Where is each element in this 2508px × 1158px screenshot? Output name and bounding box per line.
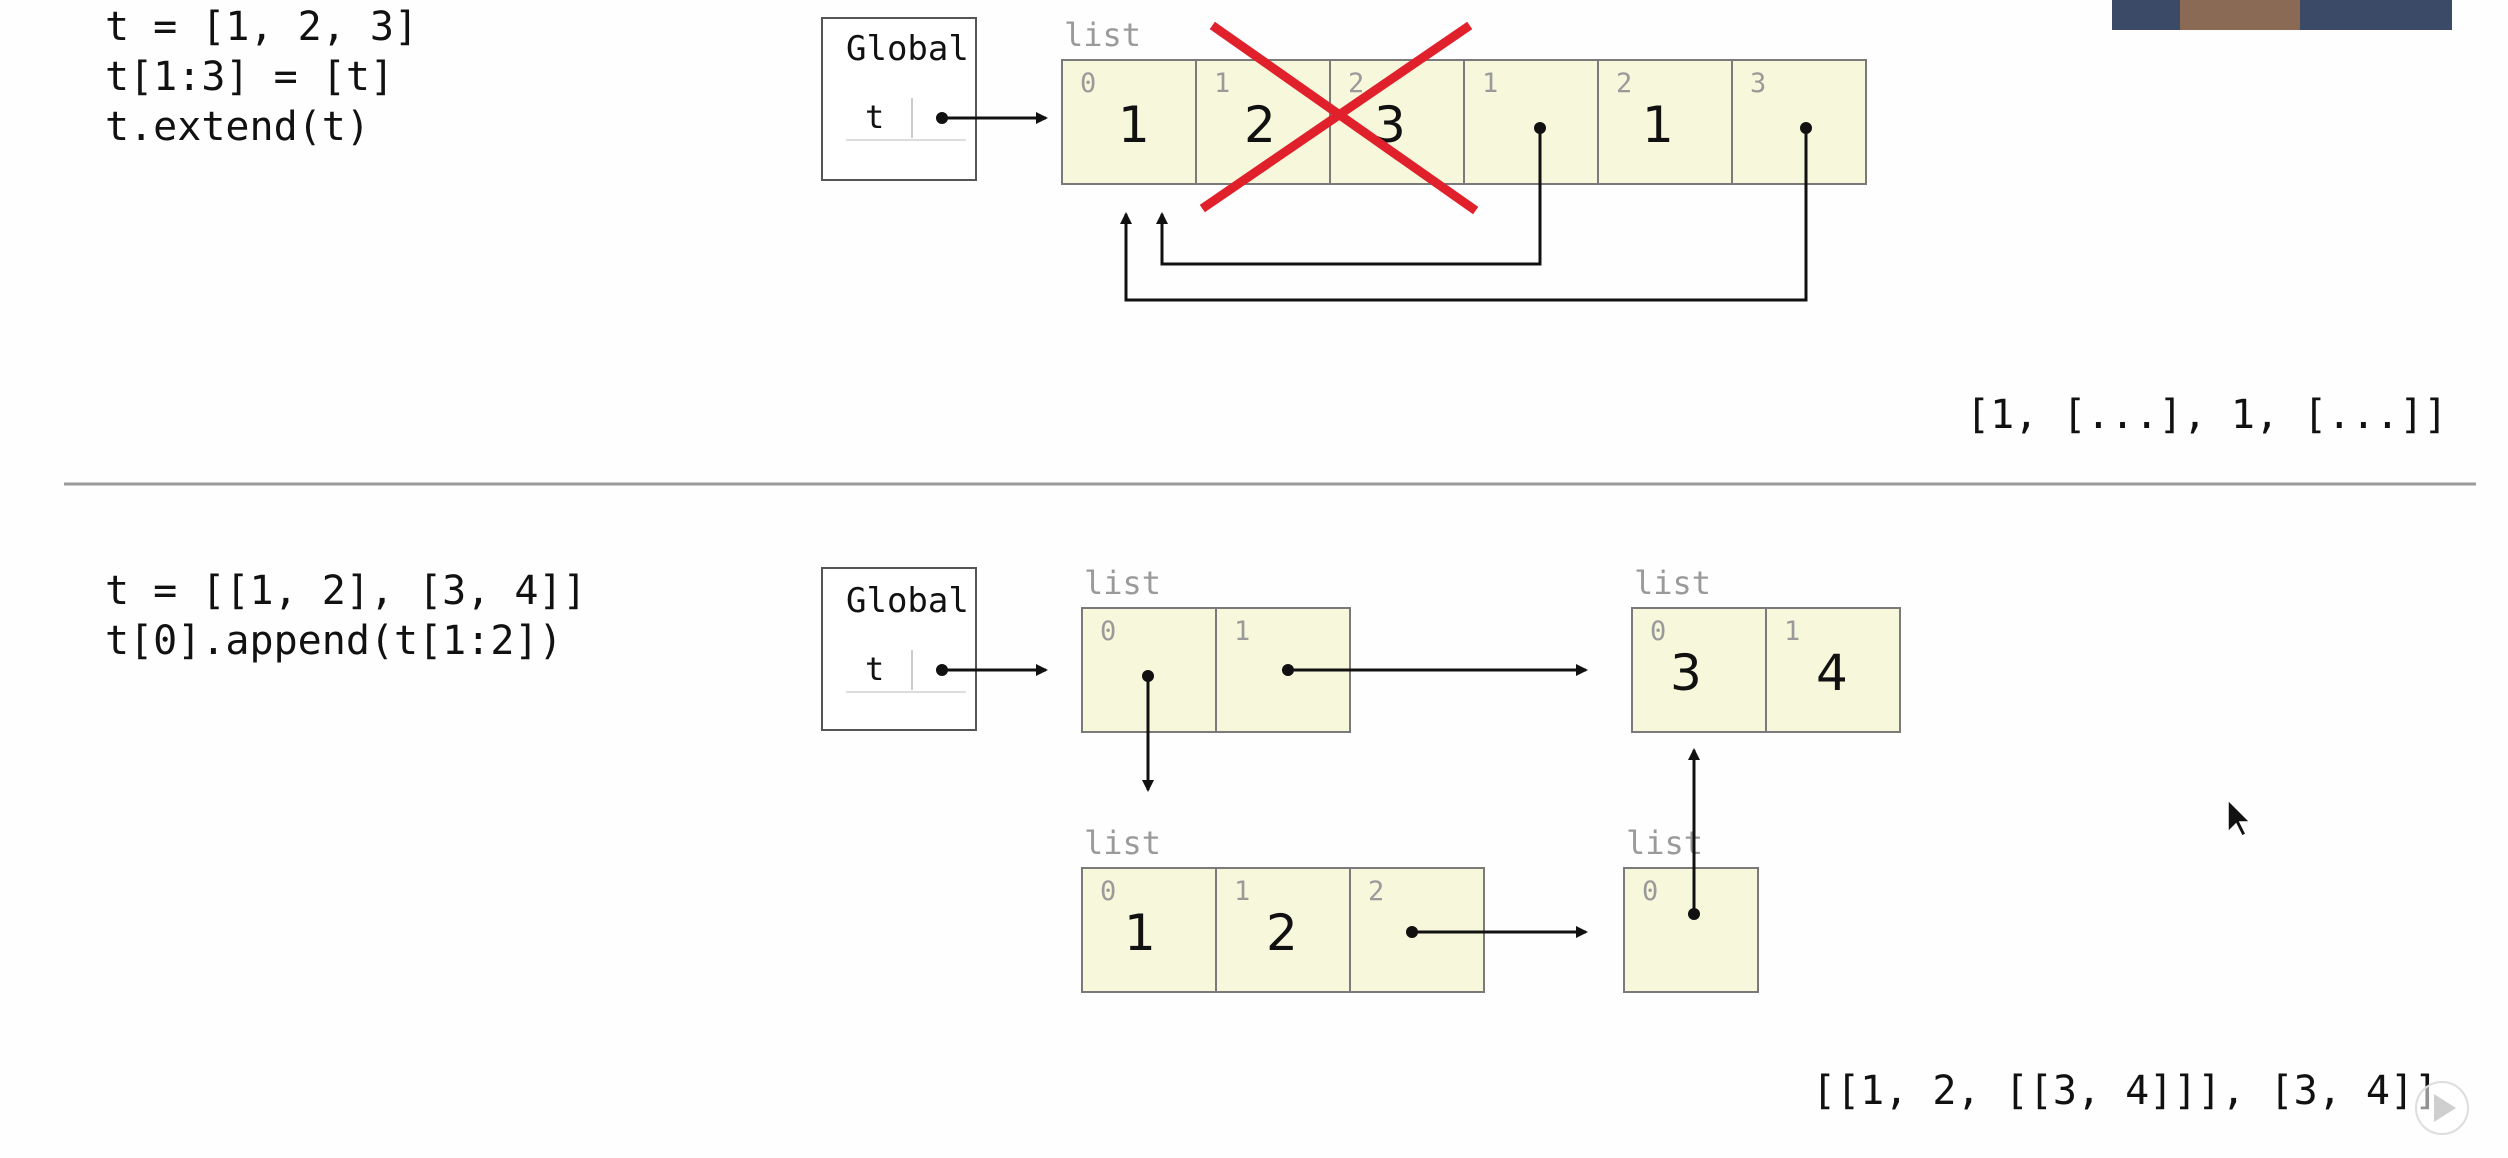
cell-index: 2 xyxy=(1368,876,1384,907)
code-line: t[0].append(t[1:2]) xyxy=(105,618,563,664)
webcam-presenter xyxy=(2180,0,2300,30)
example-2: t = [[1, 2], [3, 4]] t[0].append(t[1:2])… xyxy=(105,564,2438,1114)
code-line: t[1:3] = [t] xyxy=(105,54,394,100)
cell-index: 1 xyxy=(1482,68,1498,99)
list-cell xyxy=(1623,867,1759,993)
list-label: list xyxy=(1084,564,1161,602)
cell-value: 2 xyxy=(1244,96,1276,154)
list-3-4: list 0 1 3 4 xyxy=(1631,564,1901,733)
cell-index: 0 xyxy=(1650,616,1666,647)
result-output: [[1, 2, [[3, 4]]], [3, 4]] xyxy=(1812,1068,2438,1114)
code-block-1: t = [1, 2, 3] t[1:3] = [t] t.extend(t) xyxy=(105,4,418,150)
cell-index: 3 xyxy=(1750,68,1766,99)
global-frame-title: Global xyxy=(846,29,969,69)
list-label: list xyxy=(1634,564,1711,602)
code-line: t.extend(t) xyxy=(105,104,370,150)
self-reference-arrow xyxy=(1156,128,1542,266)
list-label: list xyxy=(1626,824,1703,862)
code-block-2: t = [[1, 2], [3, 4]] t[0].append(t[1:2]) xyxy=(105,568,587,664)
outer-list: list 0 1 xyxy=(1081,564,1588,792)
variable-name: t xyxy=(865,98,884,136)
cell-index: 0 xyxy=(1100,616,1116,647)
list-label: list xyxy=(1064,16,1141,54)
example-1: t = [1, 2, 3] t[1:3] = [t] t.extend(t) G… xyxy=(105,4,2448,438)
cell-value: 4 xyxy=(1816,644,1848,702)
cell-index: 1 xyxy=(1214,68,1230,99)
cell-index: 2 xyxy=(1348,68,1364,99)
cell-value: 1 xyxy=(1642,96,1674,154)
list-cell xyxy=(1081,867,1217,993)
play-watermark-icon xyxy=(2415,1081,2469,1135)
global-frame-2: Global t xyxy=(821,567,1048,731)
cell-value: 3 xyxy=(1670,644,1702,702)
global-frame-1: Global t xyxy=(821,17,1048,181)
global-frame-title: Global xyxy=(846,581,969,621)
cross-out-mark xyxy=(1199,21,1479,215)
list-cell xyxy=(1731,59,1867,185)
cell-index: 1 xyxy=(1234,876,1250,907)
cell-index: 1 xyxy=(1234,616,1250,647)
mouse-cursor-icon xyxy=(2227,798,2252,838)
list-cell xyxy=(1061,59,1197,185)
cell-value: 2 xyxy=(1266,904,1298,962)
cell-index: 0 xyxy=(1080,68,1096,99)
list-1-2: list 0 1 2 1 2 xyxy=(1081,824,1588,993)
code-line: t = [[1, 2], [3, 4]] xyxy=(105,568,587,614)
list-slice: list 0 xyxy=(1623,748,1759,993)
webcam-overlay xyxy=(2112,0,2452,30)
list-cell xyxy=(1631,607,1767,733)
result-output: [1, [...], 1, [...]] xyxy=(1966,392,2448,438)
list-cell xyxy=(1215,867,1351,993)
list-object-1: list 0 1 2 1 2 3 1 2 3 1 xyxy=(1061,16,1867,302)
global-frame-box xyxy=(821,17,977,181)
cell-value: 1 xyxy=(1124,904,1156,962)
variable-name: t xyxy=(865,650,884,688)
list-cell xyxy=(1597,59,1733,185)
list-label: list xyxy=(1084,824,1161,862)
cell-index: 2 xyxy=(1616,68,1632,99)
list-cell xyxy=(1463,59,1599,185)
cell-index: 0 xyxy=(1642,876,1658,907)
self-reference-arrow xyxy=(1120,128,1808,302)
cell-value: 1 xyxy=(1118,96,1150,154)
global-frame-box xyxy=(821,567,977,731)
code-line: t = [1, 2, 3] xyxy=(105,4,418,50)
list-cell xyxy=(1765,607,1901,733)
cell-index: 0 xyxy=(1100,876,1116,907)
cell-index: 1 xyxy=(1784,616,1800,647)
